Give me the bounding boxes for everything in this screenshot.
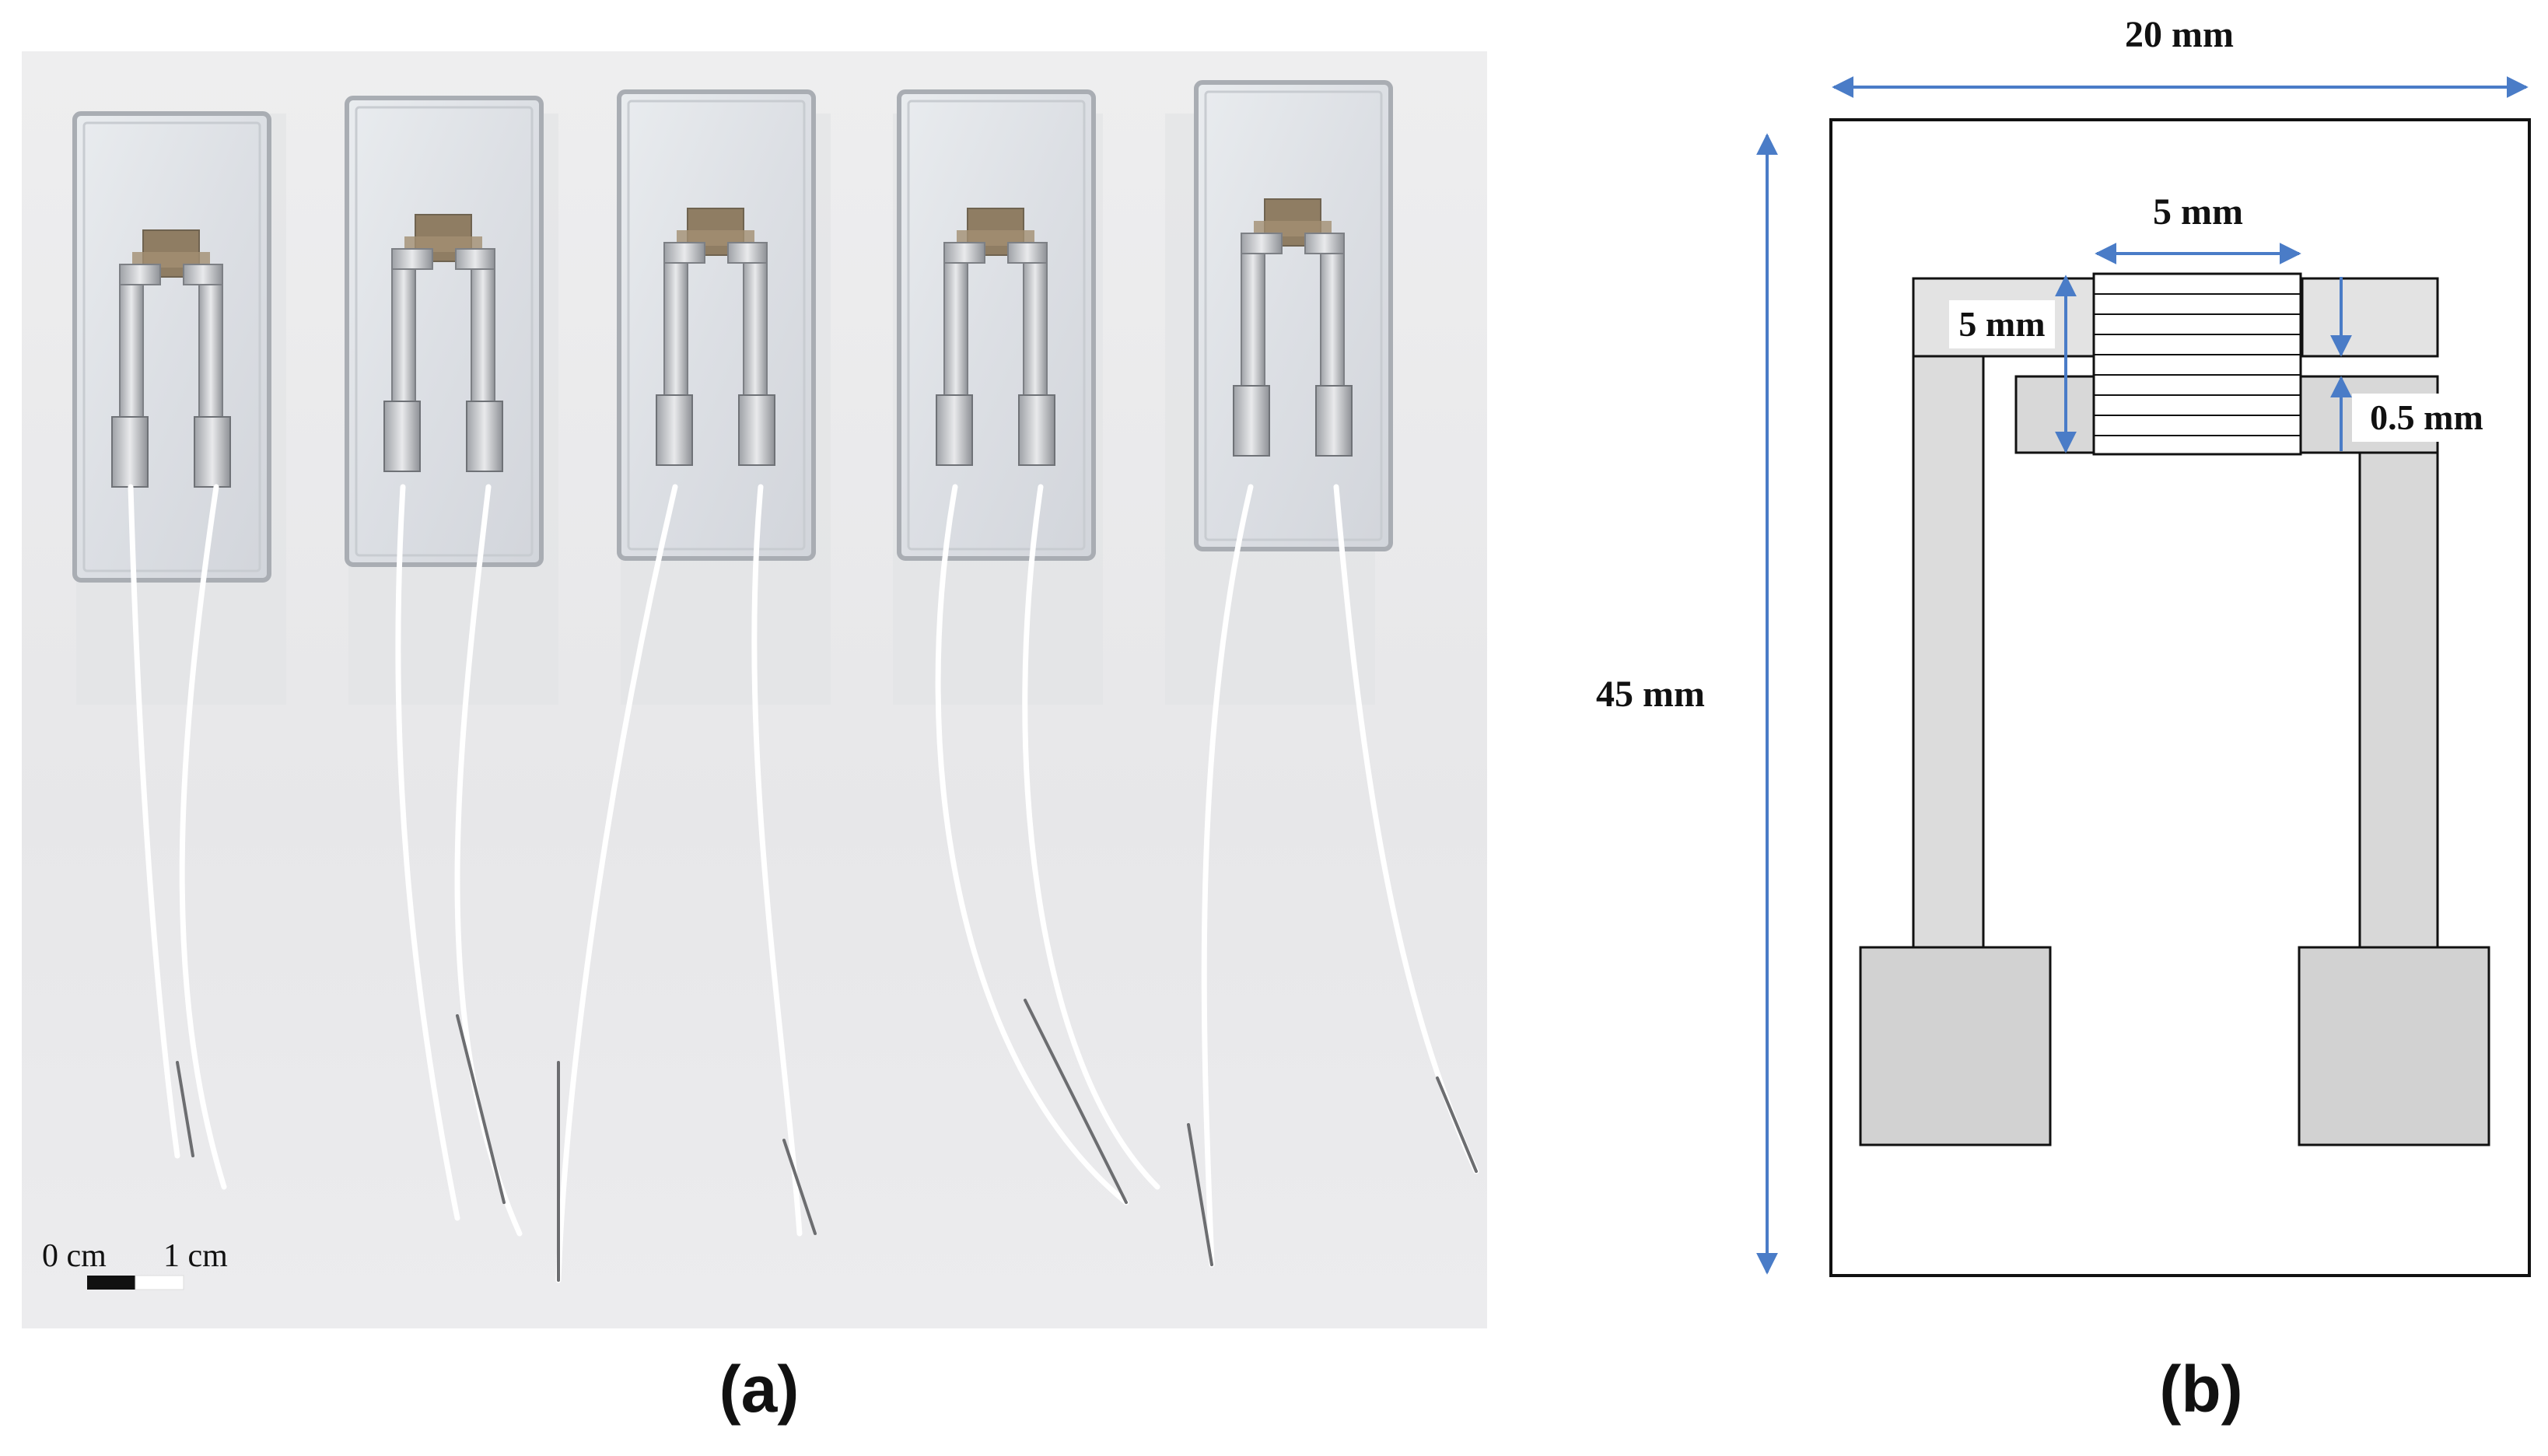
- sensor-5: [1196, 82, 1391, 549]
- sensor-schematic: 20 mm 45 mm 5 mm 5 mm 0.5 mm: [1596, 14, 2531, 1277]
- scale-start-label: 0 cm: [42, 1238, 107, 1274]
- gap-height-label: 5 mm: [1958, 304, 2045, 344]
- right-contact-pad: [2298, 946, 2490, 1146]
- sensing-region: [2092, 272, 2302, 456]
- width-label: 20 mm: [2125, 14, 2234, 55]
- sensor-photo: 0 cm 1 cm: [22, 51, 1487, 1328]
- gap-width-label: 5 mm: [2153, 191, 2243, 233]
- sensor-3: [619, 92, 814, 558]
- sensor-4: [899, 92, 1094, 558]
- scale-bar: 0 cm 1 cm: [42, 1238, 228, 1290]
- gap-spacing-label: 0.5 mm: [2370, 397, 2483, 437]
- sensor-2: [347, 98, 541, 565]
- caption-b: (b): [2159, 1353, 2243, 1426]
- height-label: 45 mm: [1596, 674, 1705, 715]
- upper-right-finger: [2301, 277, 2439, 358]
- left-contact-pad: [1859, 946, 2052, 1146]
- caption-a: (a): [719, 1353, 800, 1426]
- left-electrode-vertical: [1912, 277, 1985, 949]
- scale-end-label: 1 cm: [163, 1238, 228, 1274]
- right-electrode-vertical: [2358, 375, 2439, 949]
- sensor-1: [75, 114, 269, 580]
